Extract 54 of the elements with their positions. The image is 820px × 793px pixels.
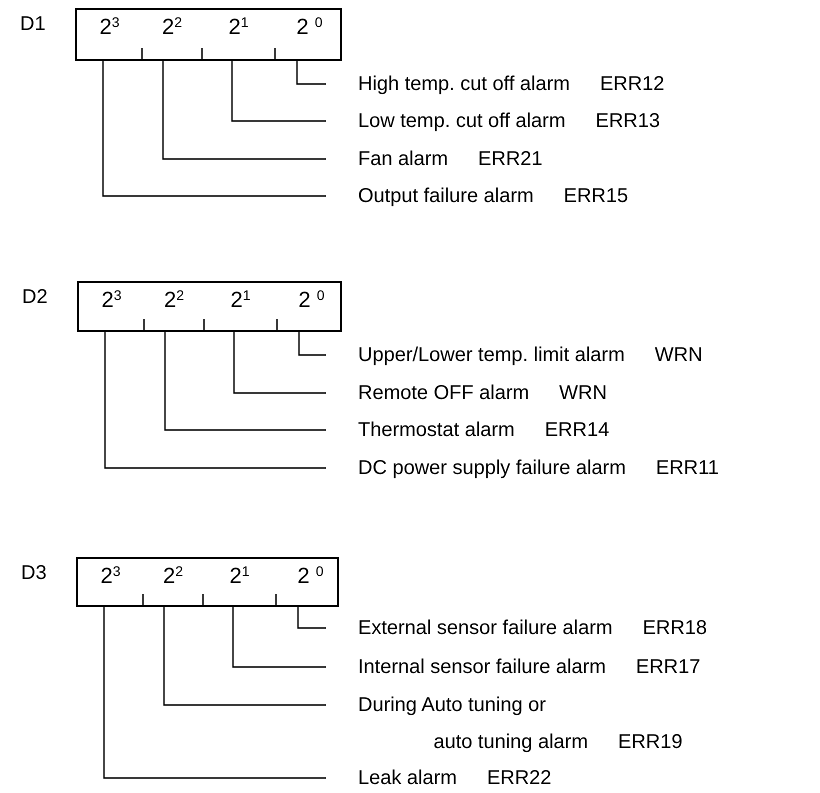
leader-line: [297, 607, 326, 629]
leader-line: [164, 332, 326, 431]
alarm-description: Remote OFF alarm: [358, 380, 530, 406]
alarm-description: Output failure alarm: [358, 184, 534, 208]
error-code: ERR14: [544, 418, 610, 442]
error-code: WRN: [559, 380, 607, 406]
register-label: D2: [22, 287, 48, 307]
alarm-description: Fan alarm: [358, 146, 448, 172]
bit-weight: 2$^{1}$: [230, 289, 251, 311]
error-code: ERR17: [636, 654, 700, 680]
bit-weight: 2$^{2}$: [162, 16, 182, 38]
error-code: ERR12: [600, 72, 664, 96]
error-code: ERR21: [478, 146, 543, 172]
leader-line: [162, 61, 326, 160]
error-code: ERR18: [642, 616, 708, 640]
alarm-description: DC power supply failure alarm: [358, 456, 626, 480]
bit-weight: 2$^{1}$: [228, 16, 249, 38]
bit-weight: 2$^{1}$: [229, 565, 250, 587]
leader-line: [163, 607, 326, 706]
bit-weight: 2$^{3}$: [100, 565, 121, 587]
bit-weight: 2 $^{0}$: [296, 16, 323, 38]
error-code: ERR11: [656, 456, 719, 480]
error-code: WRN: [654, 342, 703, 368]
leader-line: [102, 61, 326, 197]
error-code: ERR13: [596, 108, 660, 134]
alarm-description: Thermostat alarm: [358, 418, 515, 442]
register-box: [77, 281, 342, 332]
register-box: [76, 557, 339, 607]
bit-weight: 2 $^{0}$: [298, 289, 325, 311]
bit-weight: 2$^{3}$: [101, 289, 122, 311]
leader-line: [298, 332, 326, 356]
alarm-description: Internal sensor failure alarm: [358, 654, 606, 680]
error-code: ERR15: [564, 184, 628, 208]
alarm-description: External sensor failure alarm: [358, 616, 613, 640]
leader-line: [103, 607, 326, 779]
alarm-description: Leak alarm: [358, 766, 457, 790]
leader-line: [233, 332, 326, 394]
error-code: ERR22: [486, 766, 552, 790]
register-label: D3: [21, 563, 47, 583]
register-box: [75, 8, 342, 61]
leader-line: [232, 607, 326, 668]
alarm-description: Low temp. cut off alarm: [358, 108, 566, 134]
leader-line: [231, 61, 326, 122]
bit-weight: 2 $^{0}$: [297, 565, 324, 587]
error-code: ERR19: [618, 730, 682, 754]
register-label: D1: [20, 14, 46, 34]
alarm-description: High temp. cut off alarm: [358, 72, 570, 96]
leader-line: [296, 61, 326, 85]
bit-weight: 2$^{3}$: [99, 16, 120, 38]
bit-weight: 2$^{2}$: [164, 289, 184, 311]
alarm-description: Upper/Lower temp. limit alarm: [358, 342, 625, 368]
alarm-description: During Auto tuning or auto tuning alarm: [358, 692, 588, 754]
bit-weight: 2$^{2}$: [162, 565, 184, 587]
leader-line: [104, 332, 326, 469]
